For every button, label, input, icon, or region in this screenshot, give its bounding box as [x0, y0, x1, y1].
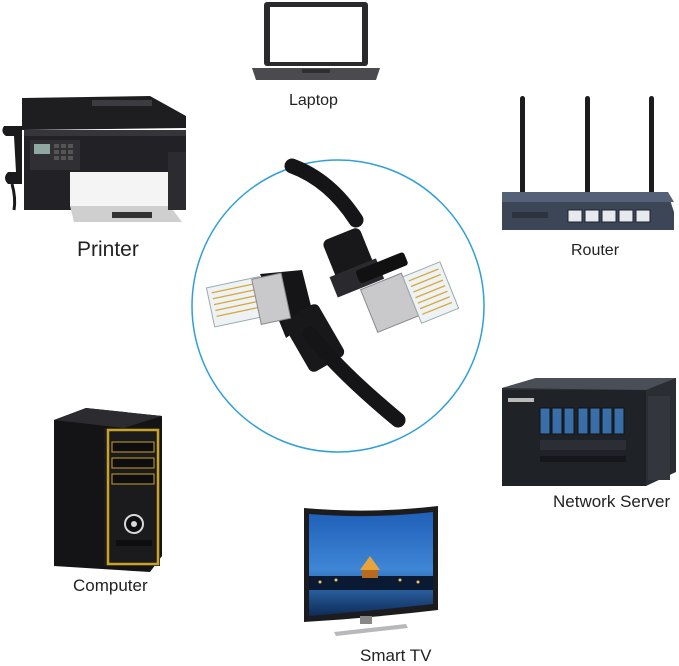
printer-icon: [2, 96, 186, 222]
server-label: Network Server: [553, 492, 671, 511]
router-label: Router: [571, 242, 620, 259]
ethernet-cable-closeup: [191, 158, 485, 453]
laptop-icon: [252, 2, 380, 80]
cable-upper: [284, 158, 364, 228]
rj45-connector-angled: [205, 270, 406, 428]
tv-label: Smart TV: [360, 646, 432, 665]
tv-icon: [304, 506, 438, 636]
printer-label: Printer: [77, 238, 139, 261]
computer-icon: [54, 408, 162, 572]
laptop-label: Laptop: [289, 92, 338, 109]
server-icon: [502, 378, 676, 486]
router-icon: [502, 96, 674, 230]
computer-label: Computer: [73, 576, 148, 595]
rj45-connector-straight: [323, 228, 408, 298]
